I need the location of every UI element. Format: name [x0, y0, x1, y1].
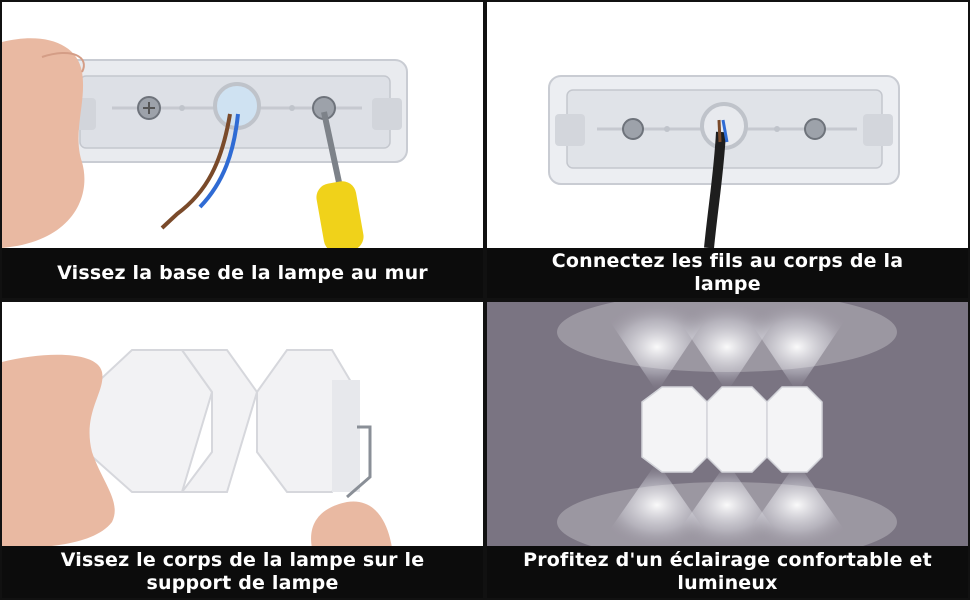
wiring-photo: [487, 2, 968, 248]
step-4-panel: Profitez d'un éclairage confortable et l…: [487, 302, 968, 598]
step-3-caption: Vissez le corps de la lampe sur le suppo…: [2, 546, 483, 598]
step-4-caption: Profitez d'un éclairage confortable et l…: [487, 546, 968, 598]
step-1-caption: Vissez la base de la lampe au mur: [2, 248, 483, 298]
step-2-caption: Connectez les fils au corps de la lampe: [487, 248, 968, 298]
step-3-panel: Vissez le corps de la lampe sur le suppo…: [2, 302, 483, 598]
step-2-panel: Connectez les fils au corps de la lampe: [487, 2, 968, 298]
lamp-body-photo: [2, 302, 483, 548]
lit-lamp-photo: [487, 302, 968, 548]
step-1-panel: Vissez la base de la lampe au mur: [2, 2, 483, 298]
mounting-base-photo: [2, 2, 483, 248]
